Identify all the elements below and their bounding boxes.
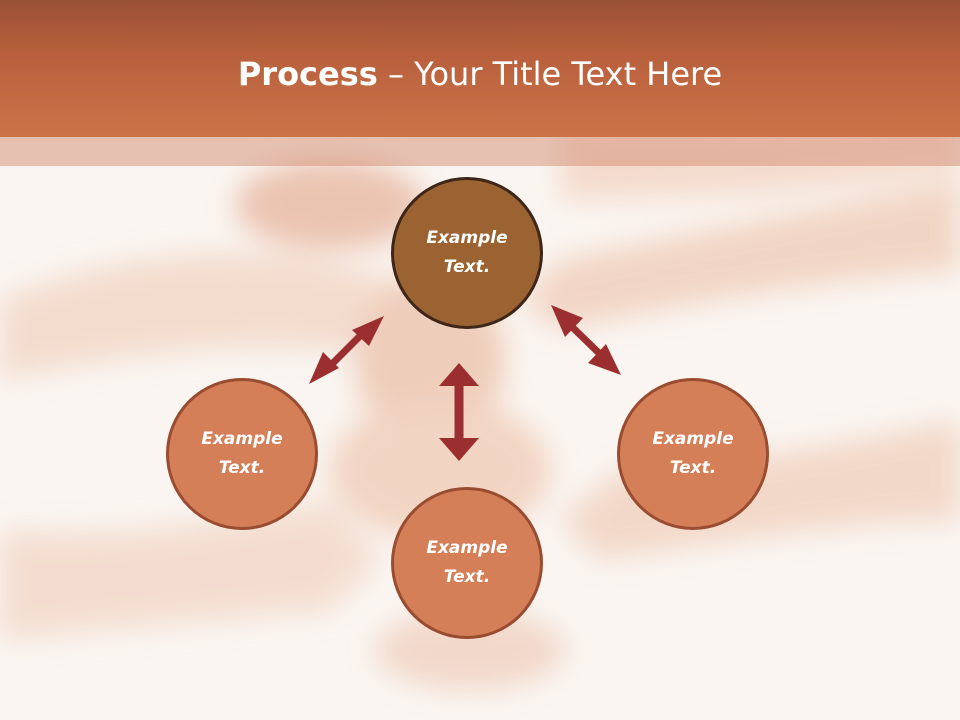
node-bottom-line1: Example <box>426 538 508 558</box>
process-node-bottom: Example Text. <box>391 487 543 639</box>
node-left-line2: Text. <box>218 458 266 478</box>
header-accent-band <box>0 137 960 166</box>
title-regular-part: – Your Title Text Here <box>377 55 723 93</box>
node-top-line2: Text. <box>443 257 491 277</box>
process-node-right: Example Text. <box>617 378 769 530</box>
slide-title: Process – Your Title Text Here <box>0 52 960 96</box>
header-bar <box>0 0 960 137</box>
process-node-top: Example Text. <box>391 177 543 329</box>
title-bold-part: Process <box>237 55 378 93</box>
arrow-top-left <box>309 316 384 384</box>
node-left-line1: Example <box>201 429 283 449</box>
process-node-left: Example Text. <box>166 378 318 530</box>
arrow-top-right <box>551 305 621 375</box>
arrow-vertical <box>439 363 479 461</box>
node-right-line2: Text. <box>669 458 717 478</box>
node-top-line1: Example <box>426 228 508 248</box>
node-right-line1: Example <box>652 429 734 449</box>
node-bottom-line2: Text. <box>443 567 491 587</box>
